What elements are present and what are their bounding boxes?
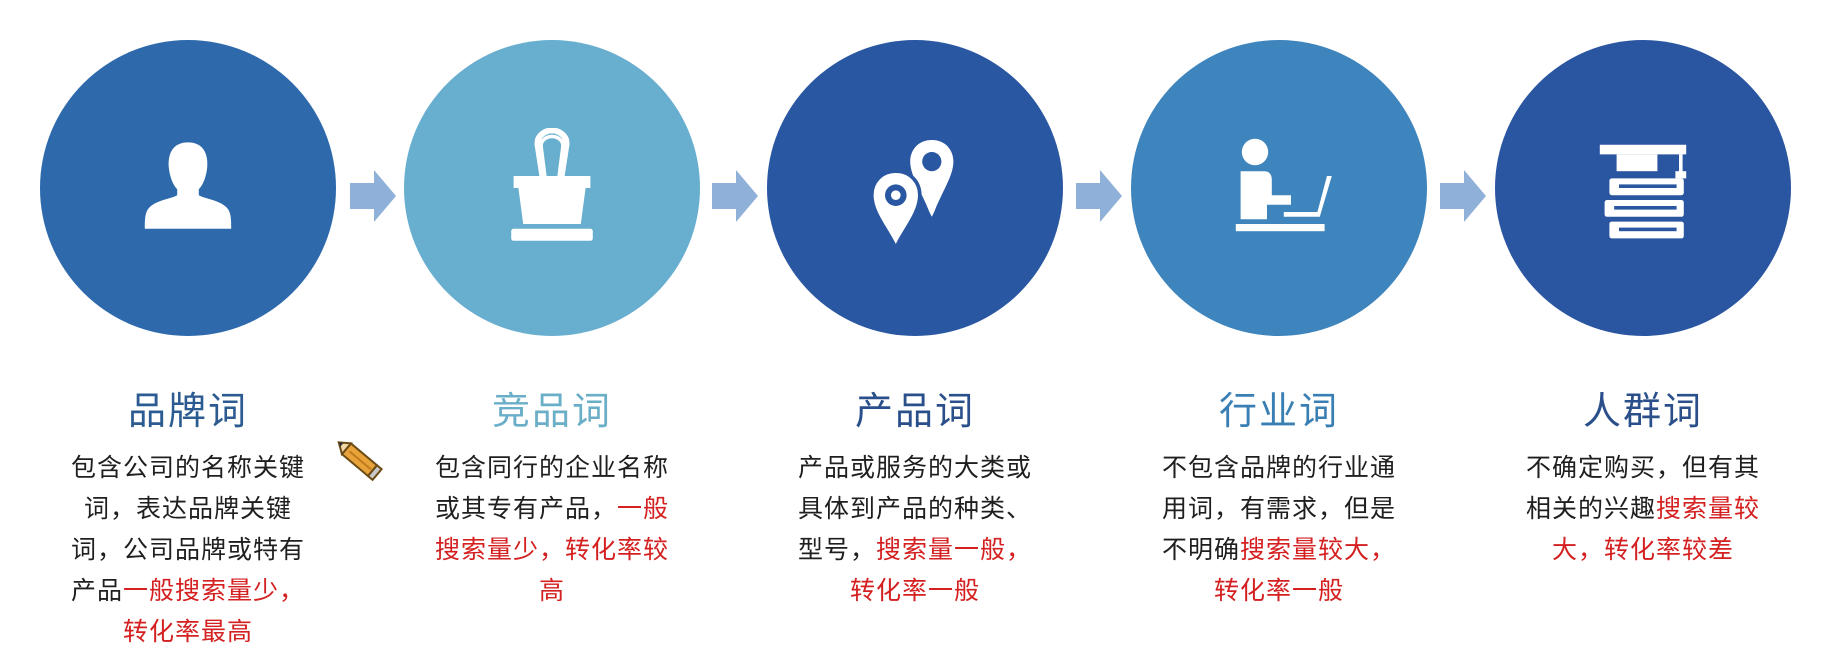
person-icon — [144, 142, 232, 229]
step-title: 产品词 — [854, 389, 975, 433]
step-title: 竞品词 — [491, 389, 612, 433]
step-title: 人群词 — [1582, 389, 1703, 433]
step-highlight: 一般搜索量少，转化率最高 — [122, 576, 306, 646]
arrow-right-icon — [1076, 170, 1122, 222]
location-pins-icon — [869, 140, 954, 248]
step-highlight: 搜索量较大，转化率一般 — [1213, 535, 1397, 605]
graduation-books-icon — [1599, 144, 1687, 239]
circle-industry — [1131, 40, 1427, 336]
binder-clip-icon — [511, 128, 593, 241]
step-desc-text: 包含公司的名称关键词，表达品牌关键词，公司品牌或特有产品 — [70, 453, 305, 605]
arrow-right-icon — [712, 170, 758, 222]
circle-audience — [1495, 40, 1791, 336]
arrow-1 — [350, 170, 396, 222]
arrow-2 — [712, 170, 758, 222]
step-product: 产品词 产品或服务的大类或具体到产品的种类、型号，搜索量一般，转化率一般 — [767, 385, 1063, 611]
step-description: 产品或服务的大类或具体到产品的种类、型号，搜索量一般，转化率一般 — [795, 447, 1035, 611]
step-description: 不确定购买，但有其相关的兴趣搜索量较大，转化率较差 — [1523, 447, 1763, 570]
step-desc-text: 不包含品牌的行业通用词，有需求，但是不明确 — [1161, 453, 1396, 564]
step-highlight: 一般搜索量少，转化率较高 — [434, 494, 670, 605]
step-title: 品牌词 — [127, 389, 248, 433]
step-highlight: 搜索量一般，转化率一般 — [849, 535, 1033, 605]
step-description: 不包含品牌的行业通用词，有需求，但是不明确搜索量较大，转化率一般 — [1159, 447, 1399, 611]
arrow-3 — [1076, 170, 1122, 222]
step-desc-text: 产品或服务的大类或具体到产品的种类、型号， — [797, 453, 1032, 564]
arrow-right-icon — [1440, 170, 1486, 222]
circle-brand — [40, 40, 336, 336]
step-description: 包含同行的企业名称或其专有产品，一般搜索量少，转化率较高 — [432, 447, 672, 611]
pencil-icon — [332, 432, 390, 490]
circle-competitor — [404, 40, 700, 336]
person-laptop-icon — [1235, 138, 1332, 232]
step-description: 包含公司的名称关键词，表达品牌关键词，公司品牌或特有产品一般搜索量少，转化率最高 — [68, 447, 308, 652]
arrow-4 — [1440, 170, 1486, 222]
step-brand: 品牌词 包含公司的名称关键词，表达品牌关键词，公司品牌或特有产品一般搜索量少，转… — [40, 385, 336, 652]
circle-product — [767, 40, 1063, 336]
step-highlight: 搜索量较大，转化率较差 — [1551, 494, 1761, 564]
step-industry: 行业词 不包含品牌的行业通用词，有需求，但是不明确搜索量较大，转化率一般 — [1131, 385, 1427, 611]
step-title: 行业词 — [1218, 389, 1339, 433]
step-competitor: 竞品词 包含同行的企业名称或其专有产品，一般搜索量少，转化率较高 — [404, 385, 700, 611]
step-desc-text: 不确定购买，但有其相关的兴趣 — [1525, 453, 1760, 523]
step-audience: 人群词 不确定购买，但有其相关的兴趣搜索量较大，转化率较差 — [1495, 385, 1791, 570]
arrow-right-icon — [350, 170, 396, 222]
step-desc-text: 包含同行的企业名称或其专有产品， — [434, 453, 669, 523]
